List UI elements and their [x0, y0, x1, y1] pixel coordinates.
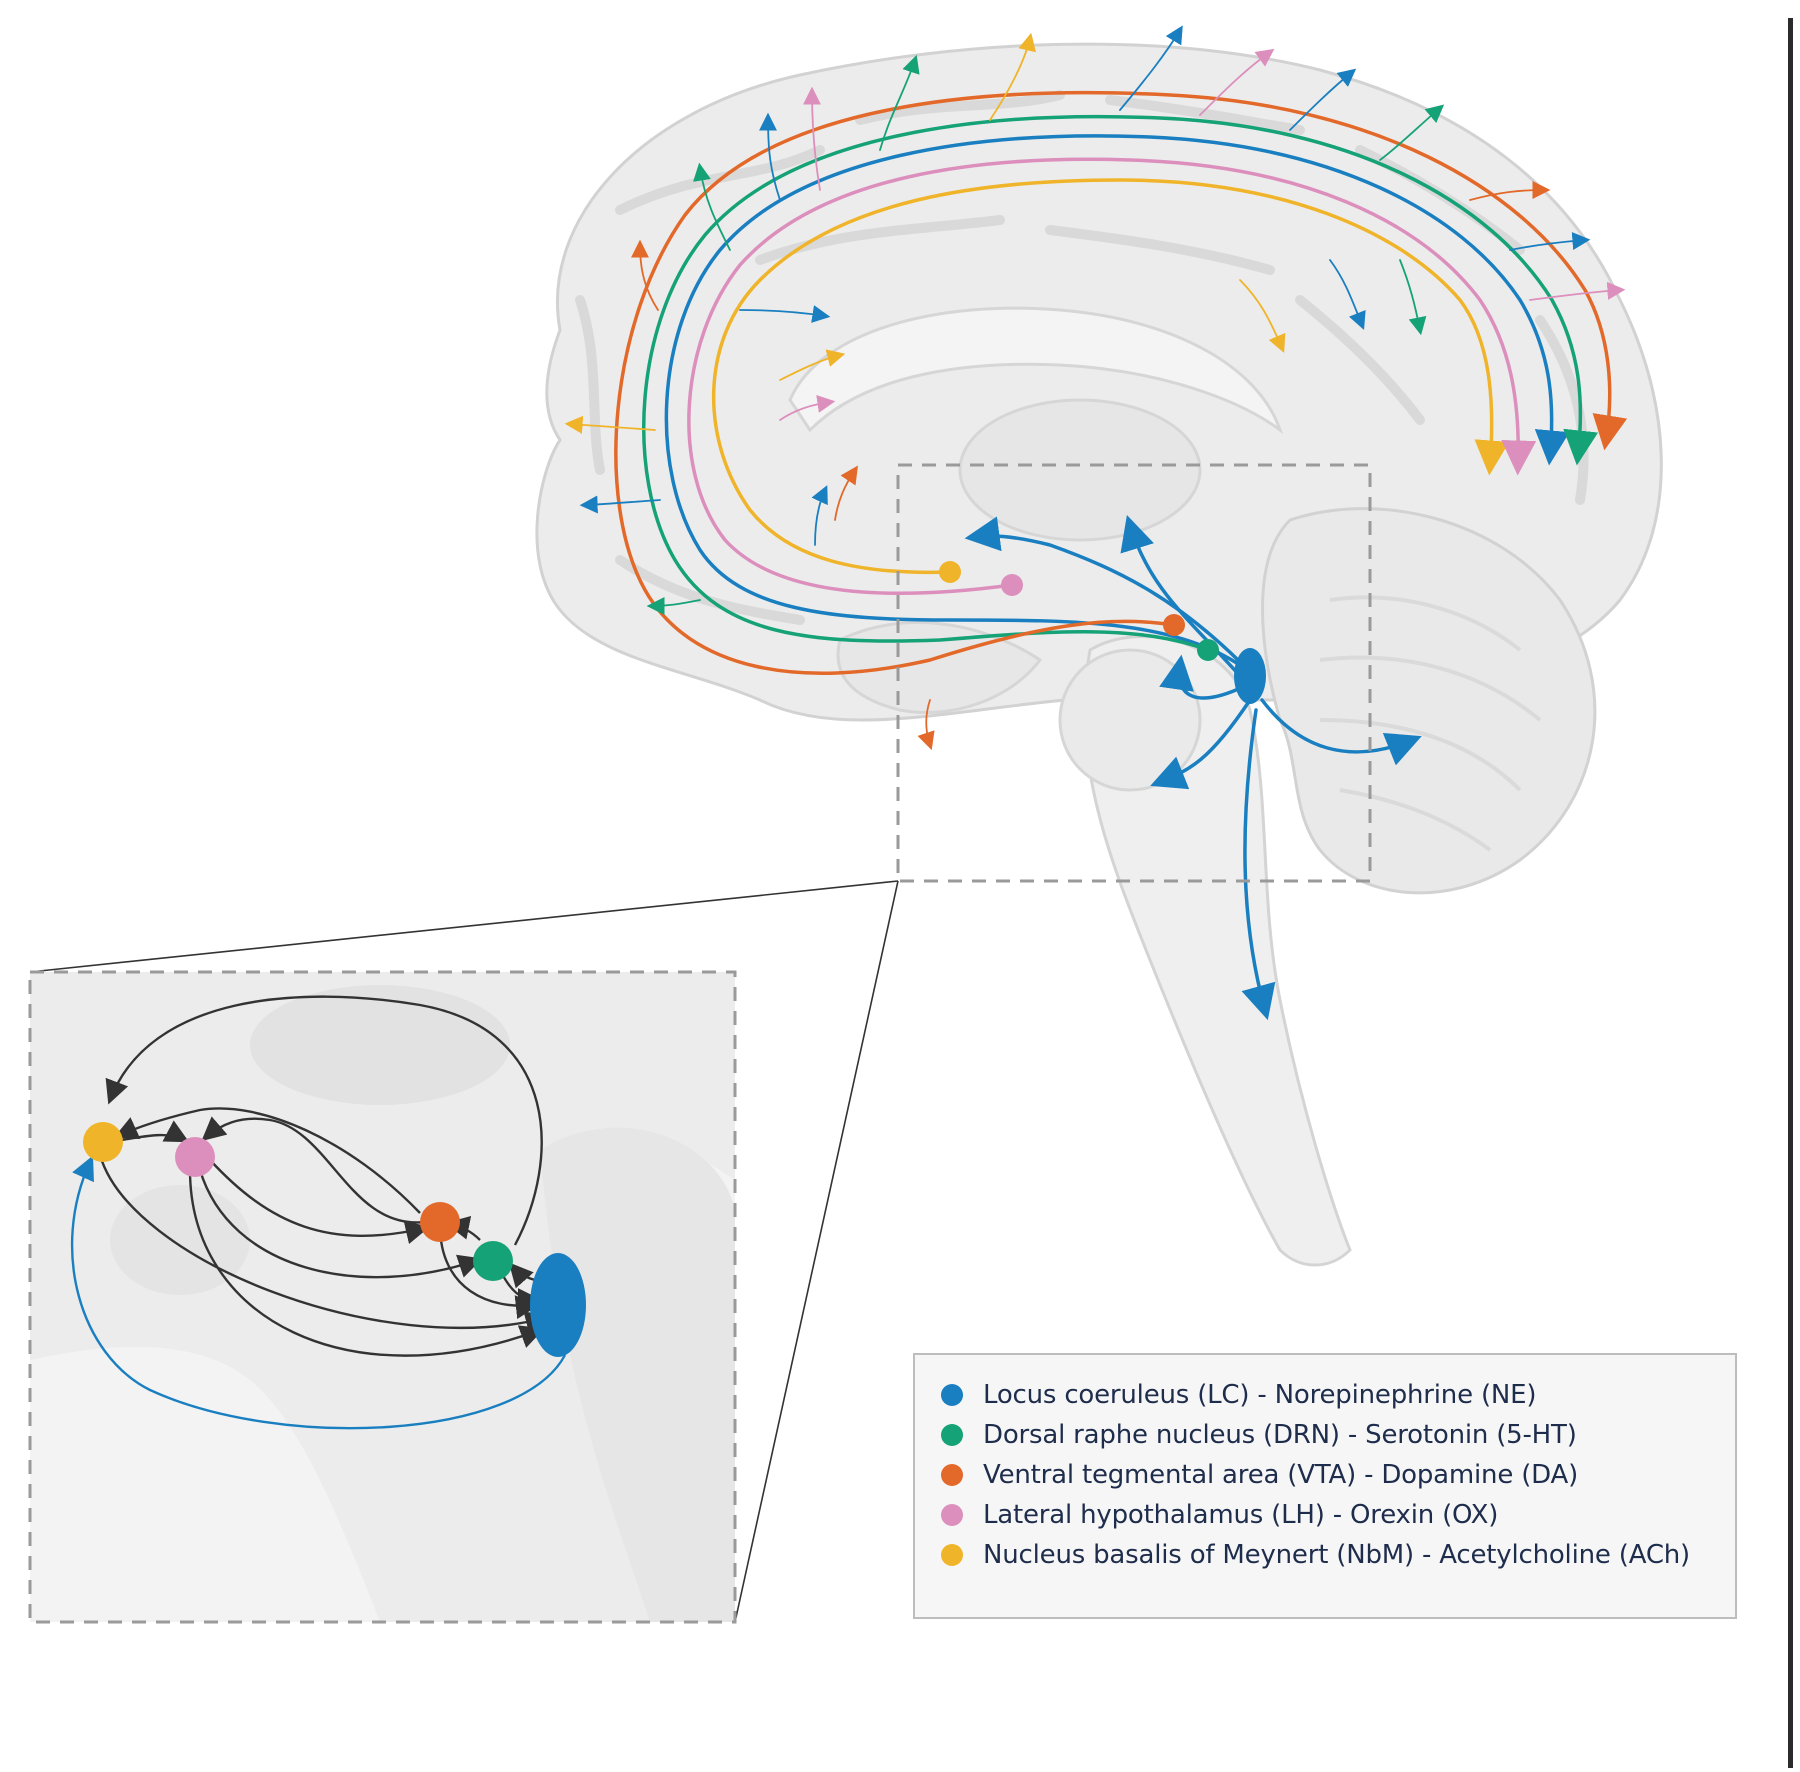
branch	[1119, 25, 1183, 111]
branch	[759, 112, 781, 201]
inset-nbm-nucleus	[83, 1122, 123, 1162]
lh-arc	[687, 157, 1537, 596]
branch	[1399, 259, 1427, 336]
legend-label: Ventral tegmental area (VTA) - Dopamine …	[983, 1460, 1579, 1490]
legend-label: Nucleus basalis of Meynert (NbM) - Acety…	[983, 1540, 1690, 1570]
circle-icon	[941, 1464, 963, 1486]
branch	[1199, 48, 1275, 116]
branch	[1529, 281, 1626, 301]
legend-label: Lateral hypothalamus (LH) - Orexin (OX)	[983, 1500, 1499, 1530]
lc-to-midbrain-arrow	[1159, 654, 1238, 700]
lh-nucleus	[1001, 574, 1023, 596]
brain-silhouette	[535, 42, 1663, 1267]
branch	[811, 485, 828, 546]
legend-label: Dorsal raphe nucleus (DRN) - Serotonin (…	[983, 1420, 1577, 1450]
vta-to-lh-arrow	[201, 1116, 426, 1224]
legend-item-lc: Locus coeruleus (LC) - Norepinephrine (N…	[941, 1375, 1537, 1415]
lh-to-drn-arrow	[198, 1169, 483, 1279]
main-nuclei	[939, 561, 1266, 704]
lc-to-thalamus-arrow	[1120, 514, 1242, 678]
connector-line	[29, 880, 899, 973]
inset-connections	[70, 995, 567, 1430]
brainstem	[1083, 635, 1352, 1267]
inset-drn-nucleus	[473, 1241, 513, 1281]
branch	[803, 86, 822, 191]
nbm-nucleus	[939, 561, 961, 583]
right-border-rule	[1788, 18, 1793, 1768]
circle-icon	[941, 1544, 963, 1566]
branch	[1469, 181, 1551, 201]
lh-to-vta-arrow	[209, 1159, 430, 1245]
nbm-to-lc-arrow	[98, 1154, 550, 1335]
branch	[779, 349, 846, 381]
corpus-callosum	[788, 306, 1283, 435]
inset-lh-nucleus	[175, 1137, 215, 1177]
legend-item-nbm: Nucleus basalis of Meynert (NbM) - Acety…	[941, 1535, 1690, 1575]
branch	[646, 596, 701, 615]
branch	[1239, 279, 1286, 353]
thalamus	[958, 398, 1202, 542]
branch	[1509, 232, 1591, 251]
branch	[1289, 68, 1357, 131]
branch	[1379, 104, 1445, 161]
projection-branches	[564, 25, 1626, 751]
zoom-region-box	[896, 463, 1372, 883]
circle-icon	[941, 1504, 963, 1526]
inset-region	[110, 1185, 250, 1295]
nbm-arc	[711, 178, 1510, 575]
midbrain	[836, 621, 1043, 715]
inset-brainstem	[540, 1127, 735, 1622]
lc-arc	[664, 134, 1570, 674]
drn-to-nbm-arrow	[105, 995, 543, 1246]
projection-arcs	[614, 91, 1628, 675]
lc-to-hypothalamus-arrow	[964, 516, 1252, 674]
vta-nucleus	[1163, 614, 1185, 636]
vta-arc	[614, 91, 1628, 675]
lc-to-cerebellum-arrow	[1260, 698, 1422, 766]
drn-nucleus	[1197, 639, 1219, 661]
legend: Locus coeruleus (LC) - Norepinephrine (N…	[913, 1353, 1737, 1619]
legend-item-lh: Lateral hypothalamus (LH) - Orexin (OX)	[941, 1495, 1498, 1535]
branch	[564, 415, 656, 434]
legend-item-drn: Dorsal raphe nucleus (DRN) - Serotonin (…	[941, 1415, 1577, 1455]
cerebellum	[1261, 507, 1597, 895]
drn-arc	[642, 114, 1599, 652]
circle-icon	[941, 1424, 963, 1446]
vta-to-nbm-arrow	[113, 1107, 421, 1214]
lc-local-projections	[964, 514, 1422, 1021]
inset-frame	[28, 970, 737, 1624]
lc-to-nbm-arrow	[70, 1155, 567, 1430]
legend-item-vta: Ventral tegmental area (VTA) - Dopamine …	[941, 1455, 1578, 1495]
legend-label: Locus coeruleus (LC) - Norepinephrine (N…	[983, 1380, 1537, 1410]
inset-vta-nucleus	[420, 1202, 460, 1242]
lc-to-spinal-cord-arrow	[1241, 708, 1276, 1021]
nbm-to-lh-arrow	[121, 1120, 190, 1143]
branch	[579, 495, 661, 514]
branch	[989, 32, 1036, 121]
branch	[693, 162, 731, 251]
branch	[631, 239, 659, 311]
connector-line	[734, 880, 899, 1623]
branch	[1329, 259, 1366, 331]
zoom-connectors	[29, 880, 899, 1623]
lc-to-pons-arrow	[1150, 698, 1252, 790]
branch	[917, 699, 935, 751]
circle-icon	[941, 1384, 963, 1406]
branch	[779, 394, 836, 421]
lh-to-lc-arrow	[188, 1169, 545, 1357]
lc-nucleus	[1234, 648, 1266, 704]
branch	[879, 54, 920, 151]
inset-thalamus	[250, 985, 510, 1105]
branch	[739, 305, 831, 323]
inset-lc-nucleus	[530, 1253, 586, 1357]
cerebellum-folia	[1319, 595, 1542, 852]
branch	[834, 465, 858, 521]
inset-panel	[28, 970, 737, 1624]
